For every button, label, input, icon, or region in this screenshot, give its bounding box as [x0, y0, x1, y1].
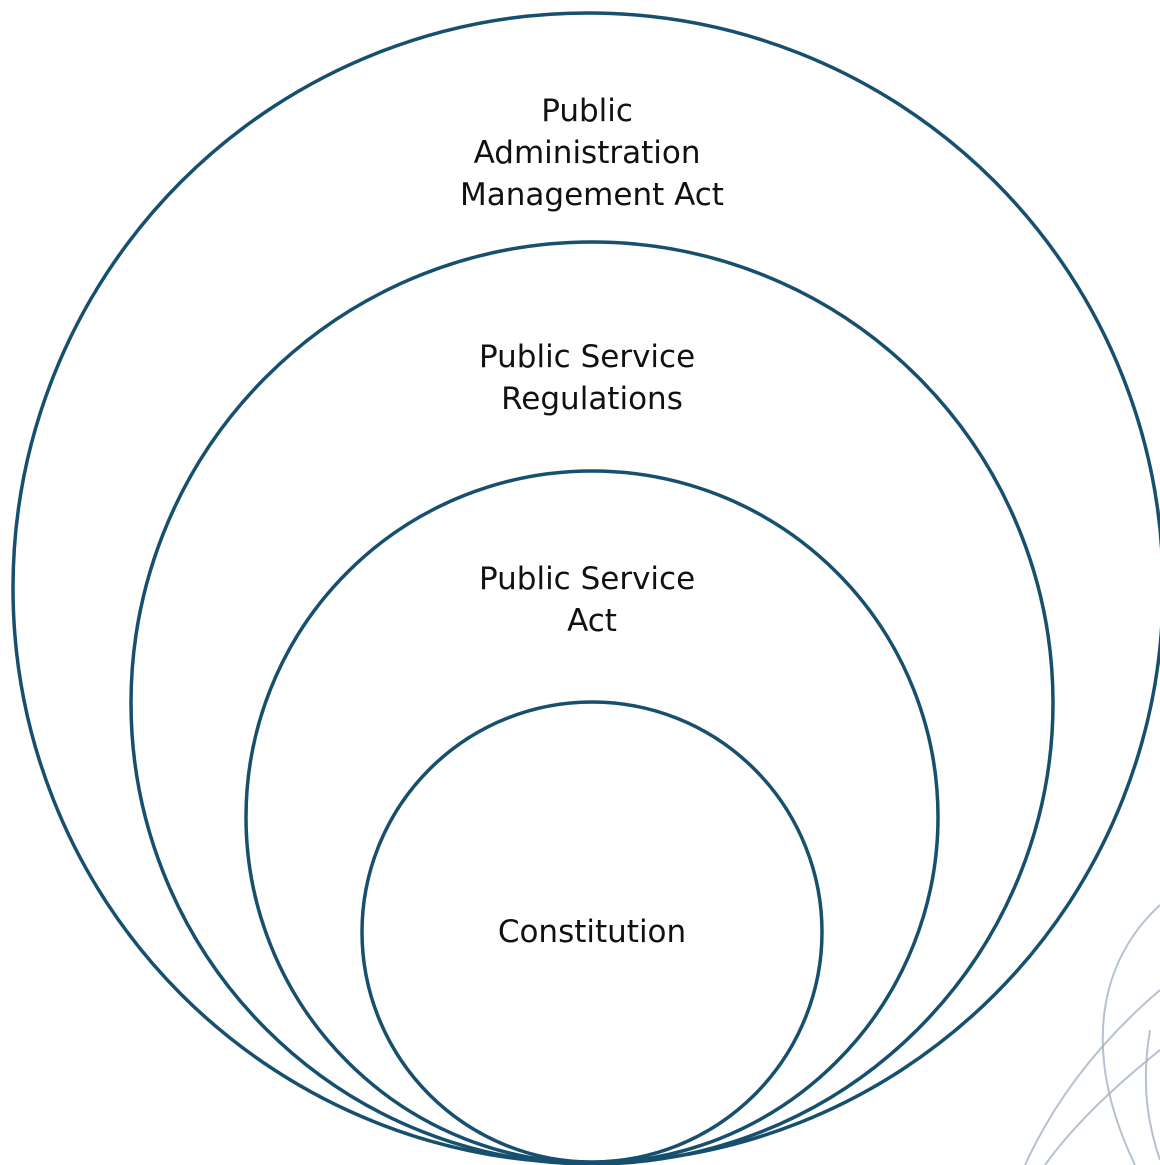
- label-public-service-regulations: Public Service Regulations: [479, 339, 705, 417]
- label-public-service-act: Public Service Act: [479, 561, 705, 639]
- decorative-swoosh-lines: [1024, 904, 1160, 1165]
- circle-constitution: [360, 700, 824, 1164]
- label-public-administration-management-act: Public Administration Management Act: [460, 93, 724, 213]
- label-constitution: Constitution: [498, 914, 686, 950]
